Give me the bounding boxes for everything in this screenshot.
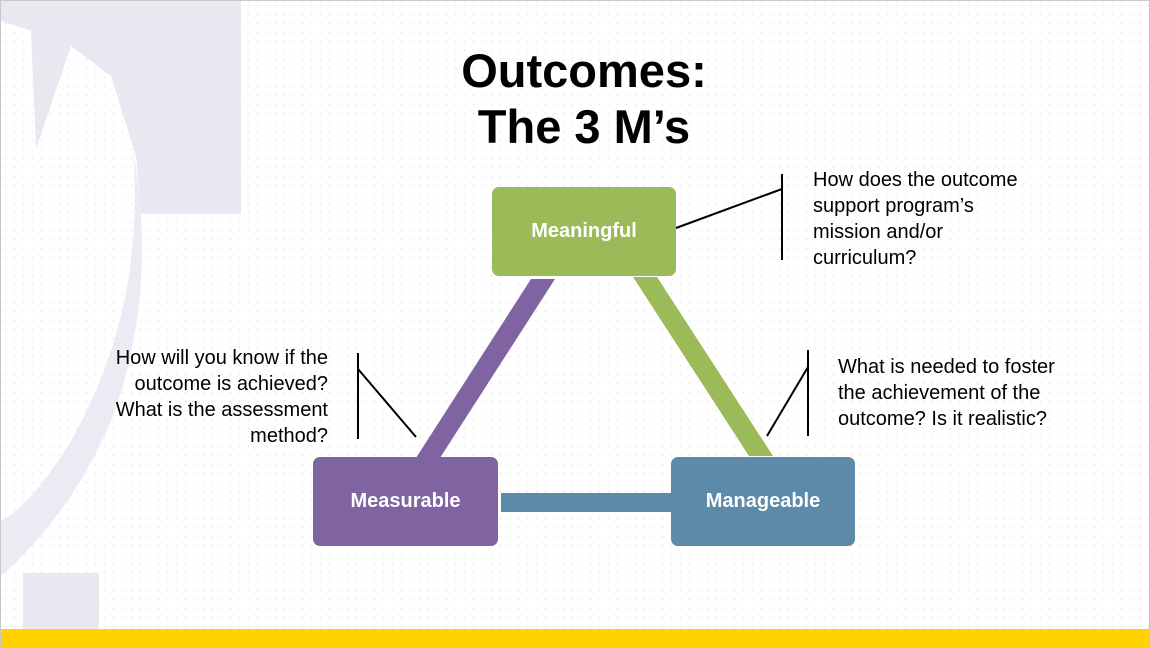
connector-meaningful-measurable: [414, 279, 555, 461]
callout-line: curriculum?: [813, 247, 917, 269]
leader-manageable: [766, 366, 809, 437]
watermark-block-top: [1, 1, 241, 214]
callout-meaningful: How does the outcome support program’s m…: [813, 167, 1018, 271]
node-measurable-label: Measurable: [350, 490, 461, 512]
callout-line: method?: [250, 425, 328, 447]
title-line-1: Outcomes:: [461, 44, 707, 97]
node-measurable: Measurable: [313, 457, 498, 546]
node-manageable-label: Manageable: [705, 490, 821, 512]
callout-line: the achievement of the: [838, 382, 1041, 404]
leader-measurable: [357, 368, 417, 438]
callout-line: What is the assessment: [115, 399, 328, 421]
callout-measurable: How will you know if the outcome is achi…: [61, 345, 328, 449]
callout-line: What is needed to foster: [838, 356, 1055, 378]
watermark-curve: [1, 151, 142, 576]
title-line-2: The 3 M’s: [477, 100, 691, 153]
node-manageable: Manageable: [671, 457, 855, 546]
callout-line: How does the outcome: [813, 169, 1018, 191]
node-meaningful-label: Meaningful: [531, 220, 637, 242]
background-logo-watermark: [1, 1, 241, 629]
callout-line: mission and/or: [813, 221, 944, 243]
watermark-block-bottom: [23, 573, 99, 629]
callout-line: How will you know if the: [115, 347, 328, 369]
footer-accent-bar: [1, 629, 1149, 647]
slide-title: Outcomes: The 3 M’s: [384, 43, 784, 155]
callout-line: outcome is achieved?: [134, 373, 328, 395]
callout-manageable: What is needed to foster the achievement…: [838, 354, 1055, 432]
connector-measurable-manageable: [501, 493, 673, 512]
callout-line: support program’s: [813, 195, 974, 217]
node-meaningful: Meaningful: [492, 187, 676, 276]
leader-meaningful: [675, 188, 783, 229]
connector-meaningful-manageable: [633, 277, 773, 456]
callout-line: outcome? Is it realistic?: [838, 408, 1047, 430]
